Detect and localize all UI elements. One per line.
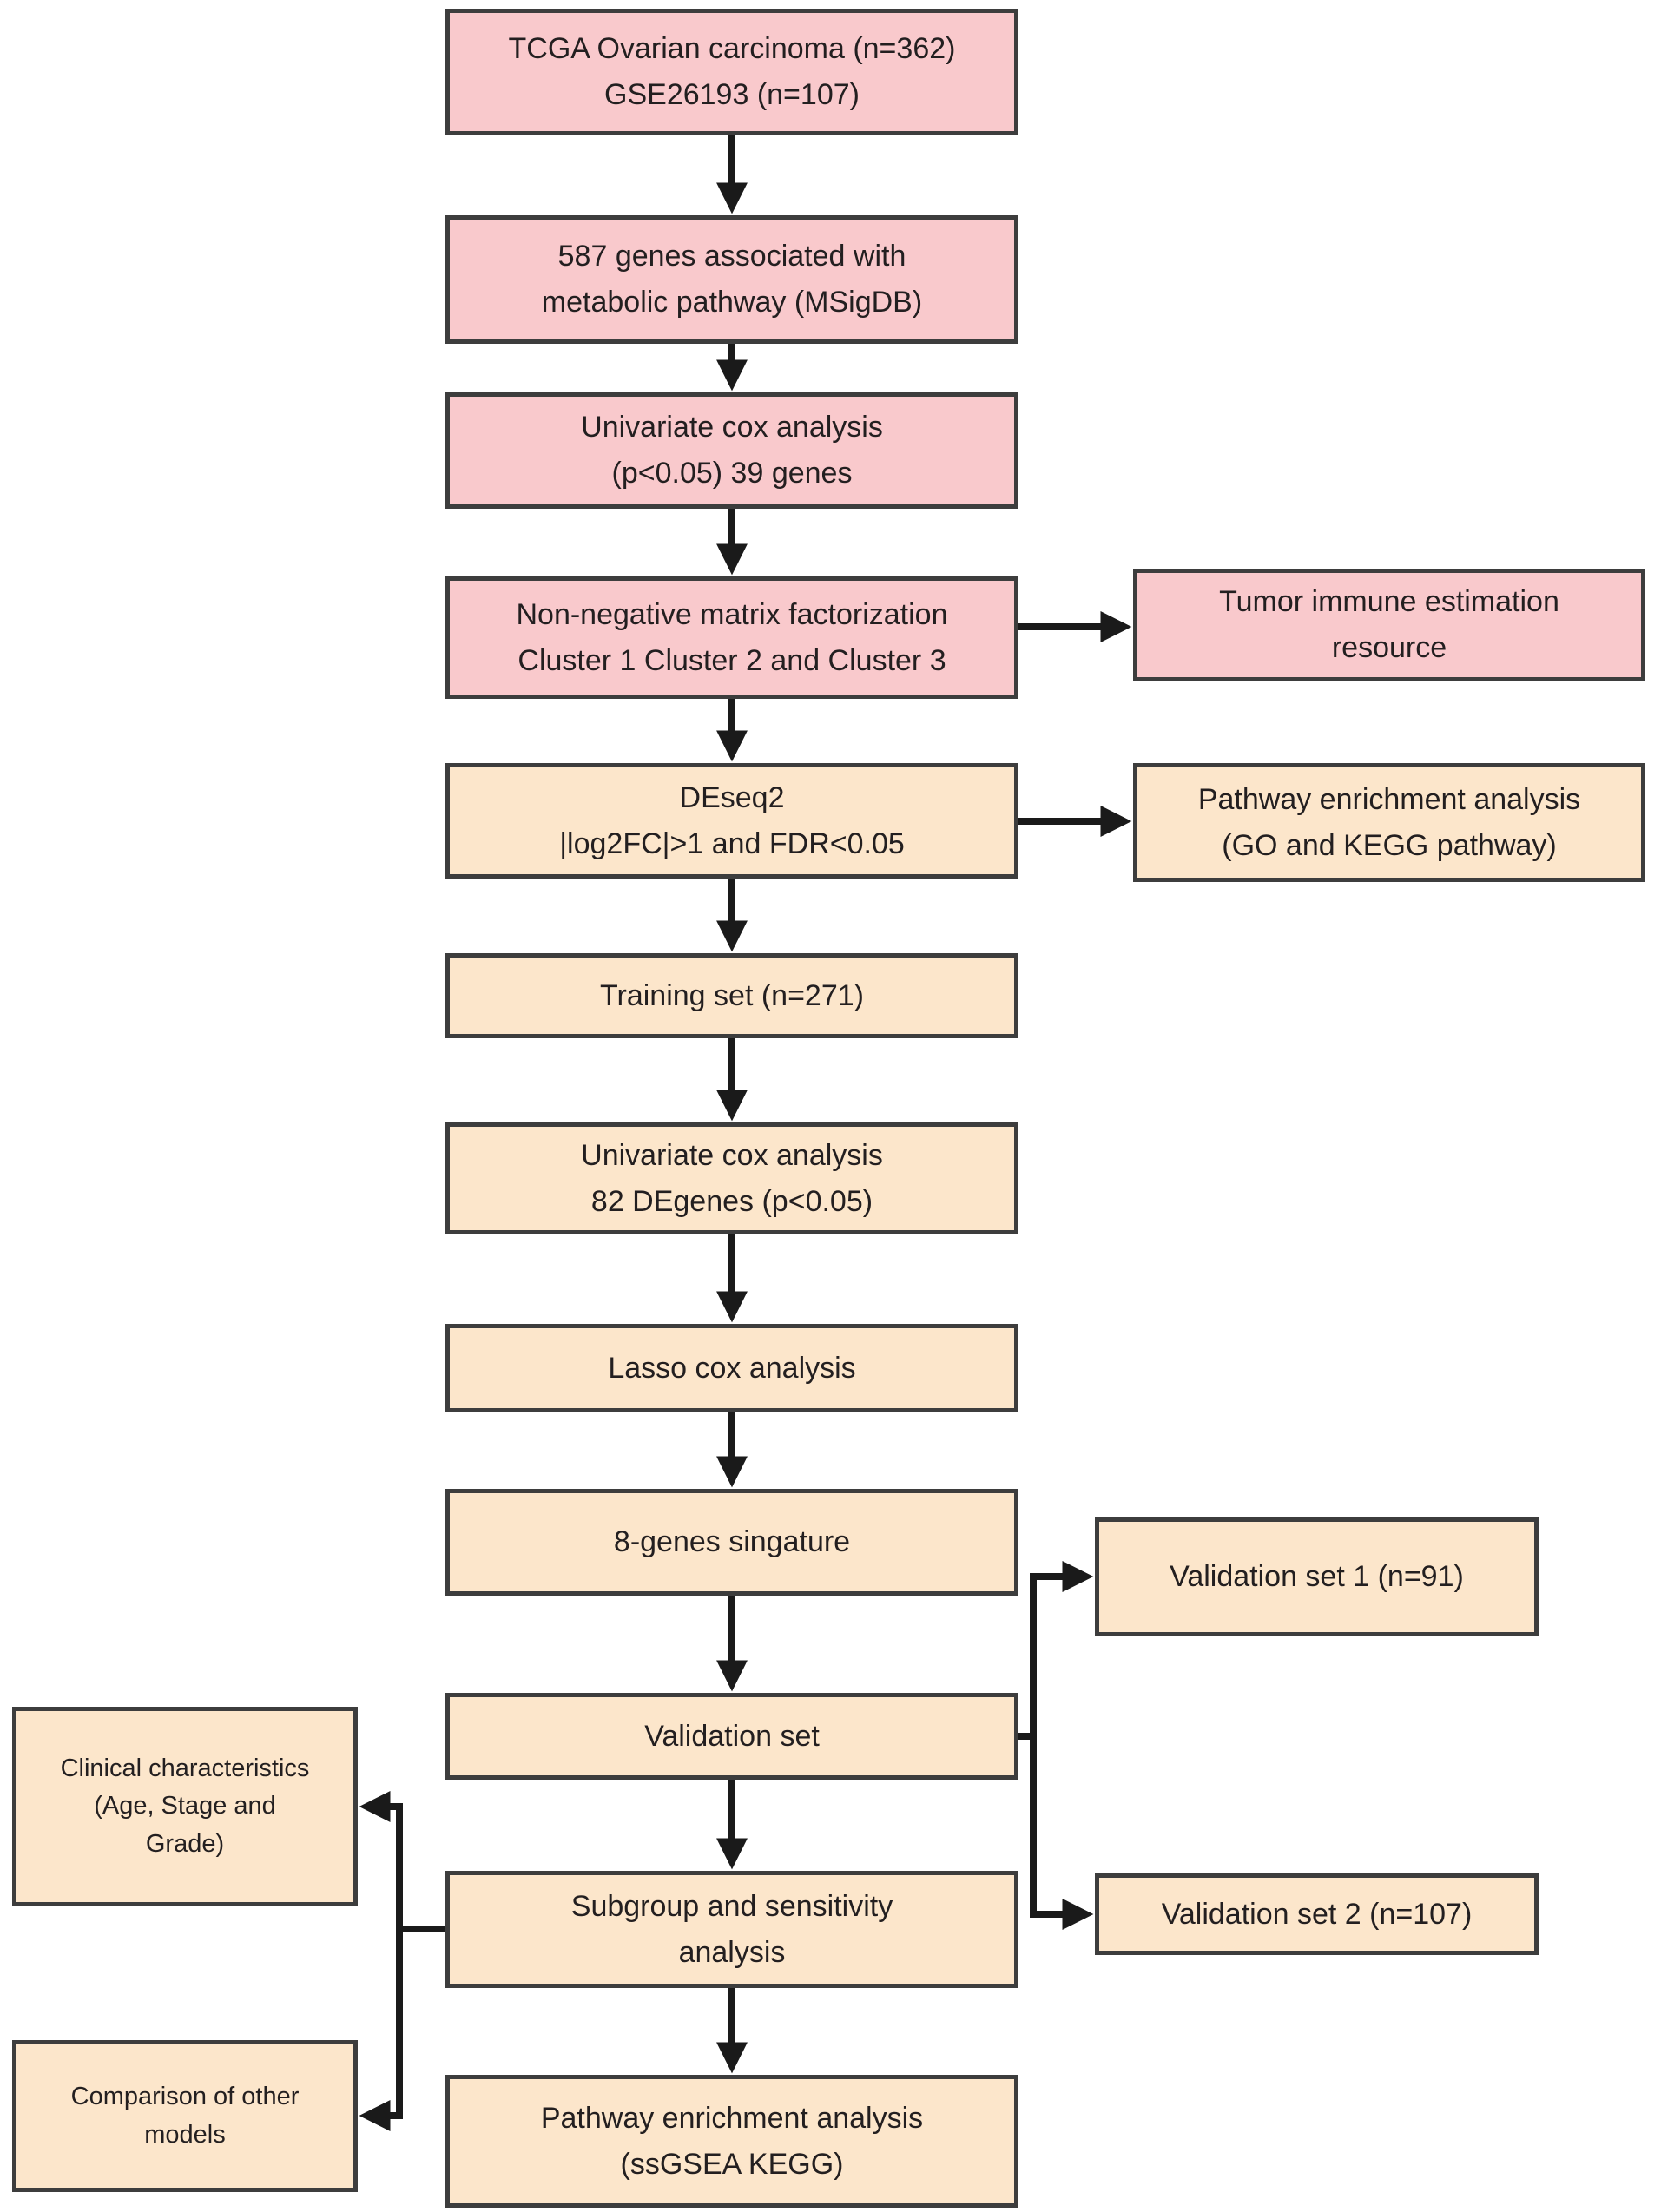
node-text-line: Training set (n=271) [600, 978, 864, 1012]
arrow-validation-to-set1 [1018, 1561, 1094, 1740]
node-validation-set-2: Validation set 2 (n=107) [1095, 1873, 1539, 1955]
node-text-line: Univariate cox analysis [581, 1138, 883, 1172]
node-msigdb-genes: 587 genes associated with metabolic path… [445, 215, 1018, 344]
node-text-line: Pathway enrichment analysis [1197, 782, 1581, 816]
node-text-line: Univariate cox analysis [581, 411, 883, 444]
node-text-line: 8-genes singature [613, 1525, 851, 1559]
node-training-set: Training set (n=271) [445, 953, 1018, 1038]
node-validation-set-1: Validation set 1 (n=91) [1095, 1517, 1539, 1636]
node-text-line: |log2FC|>1 and FDR<0.05 [559, 826, 905, 860]
node-text-line: Subgroup and sensitivity [570, 1889, 893, 1923]
node-text-line: analysis [678, 1935, 786, 1969]
node-text-line: models [144, 2120, 226, 2149]
node-text-line: 587 genes associated with [557, 240, 906, 273]
node-text-line: Validation set [644, 1719, 820, 1753]
node-text-line: resource [1331, 631, 1447, 664]
node-tcga-cohorts: TCGA Ovarian carcinoma (n=362) GSE26193 … [445, 9, 1018, 135]
node-univariate-cox-39-genes: Univariate cox analysis (p<0.05) 39 gene… [445, 392, 1018, 509]
node-timer: Tumor immune estimation resource [1133, 569, 1645, 681]
node-lasso-cox: Lasso cox analysis [445, 1324, 1018, 1412]
node-text-line: 82 DEgenes (p<0.05) [590, 1184, 873, 1218]
node-text-line: (GO and KEGG pathway) [1222, 828, 1557, 862]
node-text-line: DEseq2 [679, 780, 785, 814]
node-text-line: Cluster 1 Cluster 2 and Cluster 3 [517, 643, 946, 677]
arrow-validation-to-set2 [1030, 1736, 1094, 1930]
node-comparison-other-models: Comparison of other models [12, 2040, 358, 2192]
arrow-subgroup-to-clinical [359, 1791, 445, 1932]
node-text-line: (p<0.05) 39 genes [611, 457, 853, 490]
node-subgroup-sensitivity: Subgroup and sensitivity analysis [445, 1871, 1018, 1988]
node-text-line: Non-negative matrix factorization [516, 597, 948, 631]
arrow-subgroup-to-comparison [359, 1929, 403, 2131]
node-text-line: metabolic pathway (MSigDB) [541, 286, 923, 319]
node-text-line: (Age, Stage and [94, 1792, 276, 1820]
node-text-line: Tumor immune estimation [1219, 585, 1559, 619]
node-text-line: Grade) [145, 1829, 225, 1858]
node-text-line: (ssGSEA KEGG) [620, 2147, 844, 2181]
node-univariate-cox-82-degenes: Univariate cox analysis 82 DEgenes (p<0.… [445, 1122, 1018, 1234]
node-pathway-ssgsea: Pathway enrichment analysis (ssGSEA KEGG… [445, 2075, 1018, 2208]
node-deseq2: DEseq2 |log2FC|>1 and FDR<0.05 [445, 763, 1018, 879]
node-validation-set: Validation set [445, 1693, 1018, 1780]
node-text-line: Clinical characteristics [60, 1754, 310, 1782]
node-text-line: Pathway enrichment analysis [540, 2101, 924, 2135]
node-8-gene-signature: 8-genes singature [445, 1489, 1018, 1596]
node-text-line: Validation set 1 (n=91) [1170, 1560, 1464, 1594]
node-text-line: Validation set 2 (n=107) [1161, 1897, 1473, 1931]
node-nmf-clusters: Non-negative matrix factorization Cluste… [445, 576, 1018, 699]
node-pathway-go-kegg: Pathway enrichment analysis (GO and KEGG… [1133, 763, 1645, 882]
node-clinical-characteristics: Clinical characteristics (Age, Stage and… [12, 1707, 358, 1906]
node-text-line: TCGA Ovarian carcinoma (n=362) [508, 32, 956, 66]
node-text-line: Lasso cox analysis [608, 1351, 856, 1385]
node-text-line: Comparison of other [70, 2083, 300, 2110]
node-text-line: GSE26193 (n=107) [604, 78, 860, 111]
